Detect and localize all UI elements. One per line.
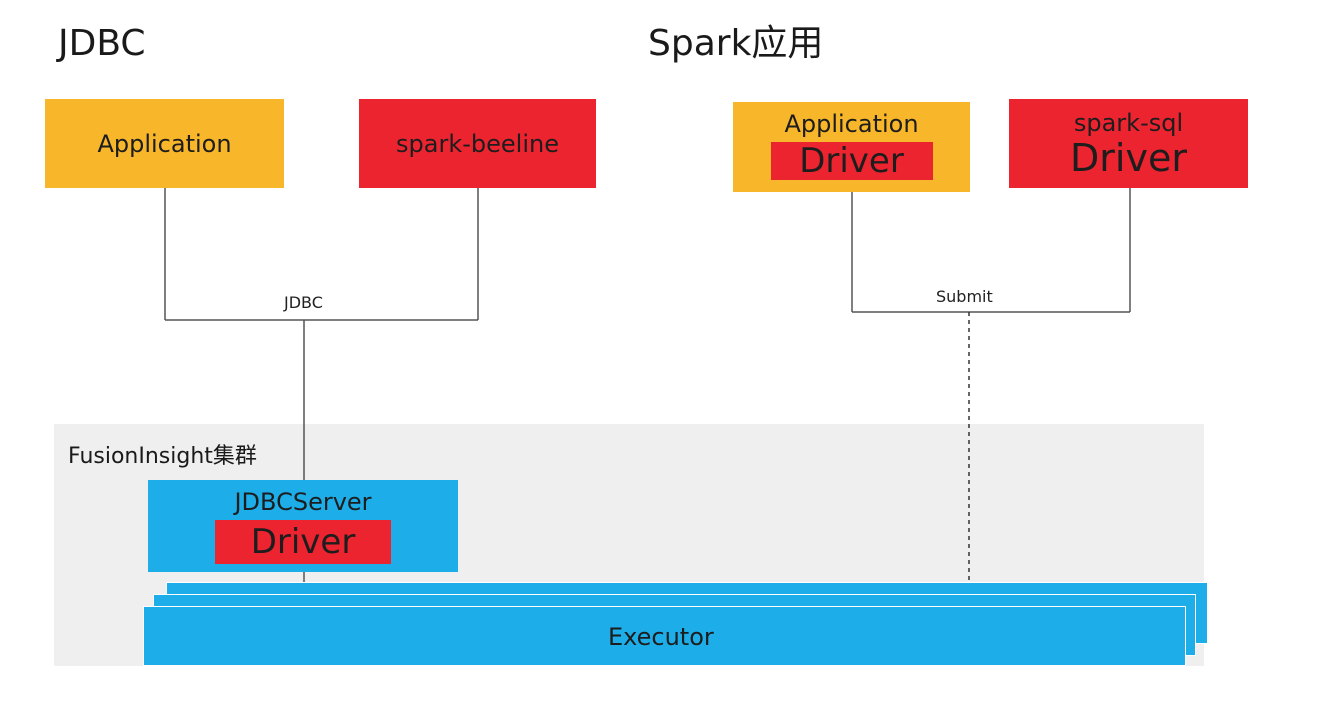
application-driver-box: Driver xyxy=(770,141,933,181)
cluster-label: FusionInsight集群 xyxy=(68,444,257,469)
executor-layer-front xyxy=(143,606,1186,666)
jdbc-server-box: JDBCServer Driver xyxy=(148,480,458,572)
submit-connection-label: Submit xyxy=(932,287,997,306)
spark-sql-driver-label: Driver xyxy=(1070,135,1187,180)
spark-beeline-box: spark-beeline xyxy=(359,99,596,188)
jdbc-server-driver-label: Driver xyxy=(250,522,356,562)
spark-beeline-label: spark-beeline xyxy=(396,129,559,158)
jdbc-section-title: JDBC xyxy=(58,23,146,64)
jdbc-connection-label: JDBC xyxy=(280,293,327,312)
spark-sql-label: spark-sql xyxy=(1073,108,1184,137)
spark-sql-box: spark-sql Driver xyxy=(1009,99,1248,188)
jdbc-server-driver-box: Driver xyxy=(215,520,391,564)
application-right-label: Application xyxy=(784,110,919,138)
executor-label: Executor xyxy=(608,623,714,651)
spark-app-section-title: Spark应用 xyxy=(648,23,824,64)
jdbc-server-label: JDBCServer xyxy=(234,488,372,516)
application-box-right: Application Driver xyxy=(733,102,970,192)
application-box-left: Application xyxy=(45,99,284,188)
application-label: Application xyxy=(97,129,232,158)
application-driver-label: Driver xyxy=(799,141,904,181)
